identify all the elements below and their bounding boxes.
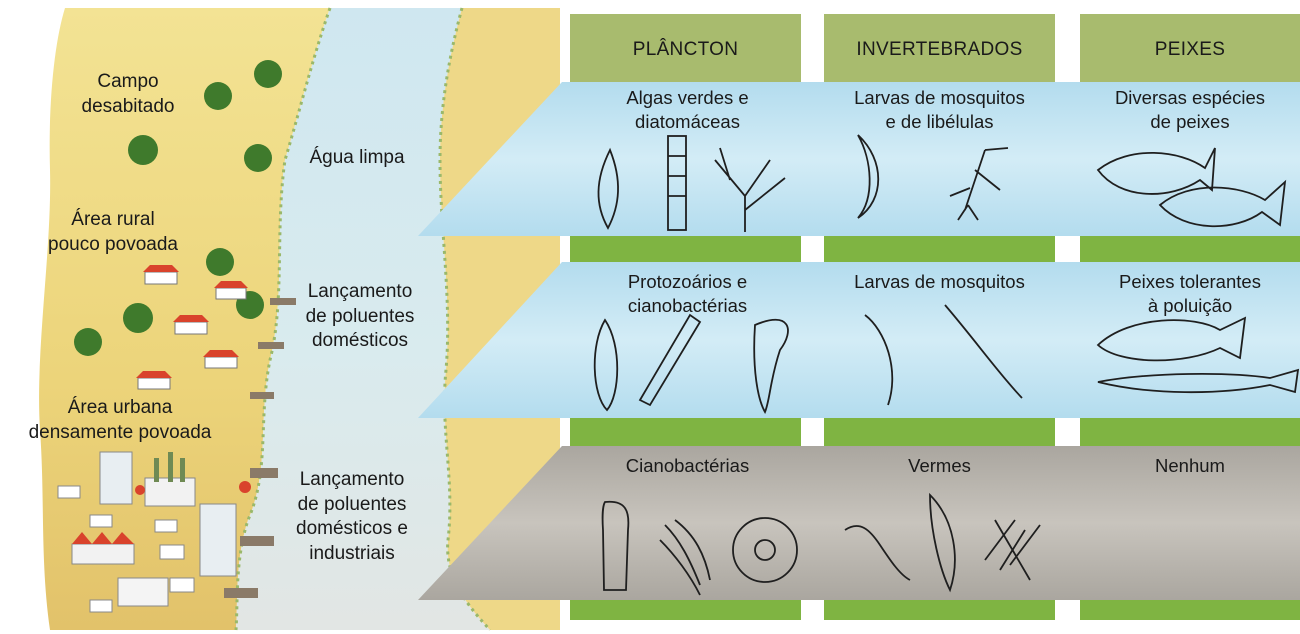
label-poluentes-industriais: Lançamento de poluentes domésticos e ind…	[272, 468, 432, 567]
row1-peixes: Diversas espécies de peixes	[1080, 86, 1300, 134]
row3-invertebrados: Vermes	[824, 454, 1055, 478]
row2-invertebrados: Larvas de mosquitos	[824, 270, 1055, 294]
row2-plancton: Protozoários e cianobactérias	[580, 270, 795, 318]
column-header-invertebrados: INVERTEBRADOS	[824, 38, 1055, 63]
row3-plancton: Cianobactérias	[580, 454, 795, 478]
label-area-rural: Área rural pouco povoada	[28, 208, 198, 257]
row3-peixes: Nenhum	[1080, 454, 1300, 478]
row2-peixes: Peixes tolerantes à poluição	[1080, 270, 1300, 318]
label-poluentes-domesticos: Lançamento de poluentes domésticos	[280, 280, 440, 354]
row1-plancton: Algas verdes e diatomáceas	[580, 86, 795, 134]
column-header-plancton: PLÂNCTON	[570, 38, 801, 63]
column-header-peixes: PEIXES	[1080, 38, 1300, 63]
label-campo-desabitado: Campo desabitado	[58, 70, 198, 119]
row1-invertebrados: Larvas de mosquitos e de libélulas	[824, 86, 1055, 134]
label-agua-limpa: Água limpa	[282, 146, 432, 171]
label-area-urbana: Área urbana densamente povoada	[0, 396, 240, 445]
